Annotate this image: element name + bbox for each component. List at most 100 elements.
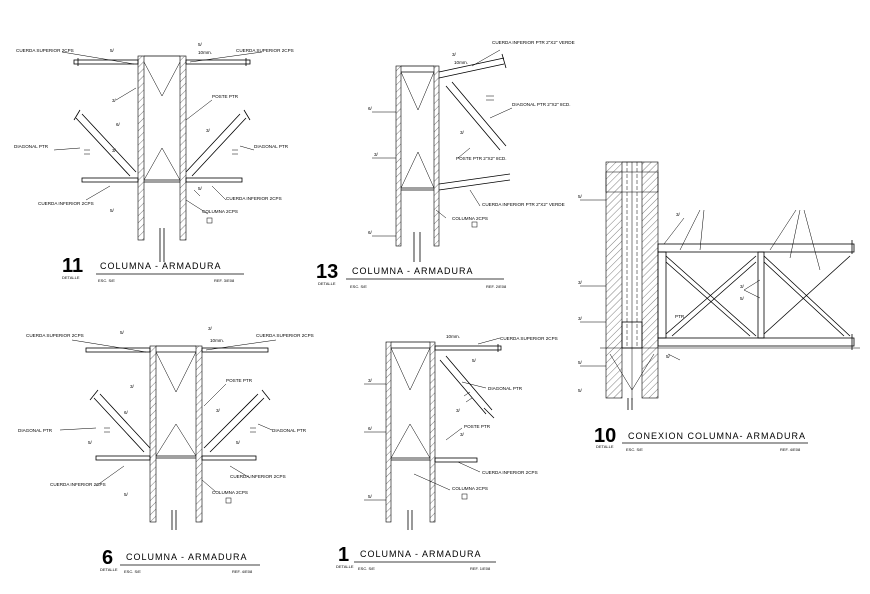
detail-10-leaders <box>580 199 821 367</box>
detail-11-weld-8: 5/ <box>198 42 203 47</box>
detail-13-weld-4: 6/ <box>368 230 373 235</box>
detail-13-label-poste: POSTE PTR 2"X2" 8CD. <box>456 156 507 161</box>
detail-13-label-bottom: CUERDA INFERIOR PTR 2"X2" VERDE <box>482 202 565 207</box>
detail-6-label-poste: POSTE PTR <box>226 378 253 383</box>
detail-13-weld-5: 3/ <box>374 152 379 157</box>
detail-13-scale: ESC. S/E <box>350 284 367 289</box>
detail-13-title: COLUMNA - ARMADURA <box>352 266 474 276</box>
detail-6-weld-8: 5/ <box>236 440 241 445</box>
detail-13-ref: REF. 2/E08 <box>486 284 507 289</box>
detail-11-label-top-left: CUERDA SUPERIOR 2CPS <box>16 48 74 53</box>
detail-1-label-top: CUERDA SUPERIOR 2CPS <box>500 336 558 341</box>
detail-1-label-poste: POSTE PTR <box>464 424 491 429</box>
detail-11-weld-9: 10mm. <box>198 50 212 55</box>
detail-6-weld-6: 3/ <box>216 408 221 413</box>
detail-10-detalle: DETALLE <box>596 444 614 449</box>
detail-13-label-columna: COLUMNA 2CPS <box>452 216 488 221</box>
detail-6-leaders <box>59 339 277 493</box>
detail-11-weld-4: 3/ <box>112 148 117 153</box>
detail-11-weld-5: 3/ <box>206 128 211 133</box>
detail-6-weld-3: 10mm. <box>210 338 224 343</box>
detail-11-label-bottom-left: CUERDA INFERIOR 2CPS <box>38 201 94 206</box>
detail-6-diagonals <box>89 389 271 453</box>
detail-10-scale: ESC. S/E <box>626 447 643 452</box>
detail-1-weld-5: 3/ <box>456 408 461 413</box>
detail-6-weld-2: 3/ <box>208 326 213 331</box>
detail-6-detalle: DETALLE <box>100 567 118 572</box>
detail-1-ref: REF. 1/E08 <box>470 566 491 571</box>
detail-6-label-diag-left: DIAGONAL PTR <box>18 428 53 433</box>
detail-11-leaders <box>53 51 263 215</box>
detail-11-label-top-right: CUERDA SUPERIOR 2CPS <box>236 48 294 53</box>
detail-1-diagonal <box>439 355 495 419</box>
detail-6-label-columna: COLUMNA 2CPS <box>212 490 248 495</box>
detail-1-label-columna: COLUMNA 2CPS <box>452 486 488 491</box>
detail-11-label-bottom-right: CUERDA INFERIOR 2CPS <box>226 196 282 201</box>
detail-1-weld-1: 10mm. <box>446 334 460 339</box>
detail-11-scale: ESC. S/E <box>98 278 115 283</box>
detail-11: CUERDA SUPERIOR 2CPS CUERDA SUPERIOR 2CP… <box>14 42 294 283</box>
detail-13-leaders <box>372 49 513 237</box>
detail-13-chords <box>438 53 511 191</box>
detail-10-column <box>605 161 659 410</box>
detail-6-weld-5: 6/ <box>124 410 129 415</box>
detail-6-label-diag-right: DIAGONAL PTR <box>272 428 307 433</box>
detail-11-weld-2: 3/ <box>112 98 117 103</box>
detail-13-diagonal <box>445 81 507 151</box>
detail-10-weld-6: 3/ <box>676 212 681 217</box>
detail-6-label-top-right: CUERDA SUPERIOR 2CPS <box>256 333 314 338</box>
detail-11-weld-6: 5/ <box>198 186 203 191</box>
detail-10-weld-1: 5/ <box>578 194 583 199</box>
detail-10-weld-2: 3/ <box>578 280 583 285</box>
detail-6-label-top-left: CUERDA SUPERIOR 2CPS <box>26 333 84 338</box>
detail-11-weld-3: 6/ <box>116 122 121 127</box>
detail-6-weld-4: 3/ <box>130 384 135 389</box>
detail-11-detalle: DETALLE <box>62 275 80 280</box>
detail-1-weld-4: 6/ <box>368 426 373 431</box>
detail-11-label-diag-right: DIAGONAL PTR <box>254 144 289 149</box>
detail-11-title: COLUMNA - ARMADURA <box>100 261 222 271</box>
detail-1-marker-box <box>461 493 468 500</box>
detail-1-label-diagonal: DIAGONAL PTR <box>488 386 523 391</box>
detail-10-weld-3: 3/ <box>578 316 583 321</box>
detail-1-chords <box>434 344 502 463</box>
detail-6-title: COLUMNA - ARMADURA <box>126 552 248 562</box>
detail-1-weld-3: 3/ <box>368 378 373 383</box>
detail-6-label-bottom-left: CUERDA INFERIOR 2CPS <box>50 482 106 487</box>
detail-1-weld-6: 3/ <box>460 432 465 437</box>
detail-6-weld-9: 5/ <box>124 492 129 497</box>
detail-1-label-bottom: CUERDA INFERIOR 2CPS <box>482 470 538 475</box>
detail-6-weld-7: 5/ <box>88 440 93 445</box>
detail-10-weld-9: 5/ <box>740 296 745 301</box>
detail-6-chords <box>85 347 269 461</box>
detail-1-detalle: DETALLE <box>336 564 354 569</box>
detail-13-weld-3: 6/ <box>368 106 373 111</box>
detail-13-weld-6: 3/ <box>460 130 465 135</box>
detail-1: CUERDA SUPERIOR 2CPS DIAGONAL PTR POSTE … <box>336 334 558 571</box>
detail-11-bottom-chords <box>81 177 243 183</box>
detail-6-weld-1: 5/ <box>120 330 125 335</box>
detail-11-number: 11 <box>62 255 83 277</box>
detail-13-number: 13 <box>316 261 338 283</box>
detail-11-top-chords <box>73 58 251 66</box>
detail-11-label-columna: COLUMNA 2CPS <box>202 209 238 214</box>
detail-10-title: CONEXION COLUMNA- ARMADURA <box>628 431 806 441</box>
detail-11-diagonals <box>73 109 251 177</box>
detail-11-column <box>137 55 187 262</box>
detail-10-label-ptr: PTR <box>675 314 685 319</box>
detail-13: CUERDA INFERIOR PTR 2"X2" VERDE DIAGONAL… <box>316 40 575 289</box>
detail-6-ref: REF. 4/E08 <box>232 569 253 574</box>
detail-11-weld-1: 5/ <box>110 48 115 53</box>
detail-6-marker-box <box>225 497 232 504</box>
detail-10-weld-7: 3/ <box>740 284 745 289</box>
detail-1-weld-7: 5/ <box>368 494 373 499</box>
detail-10-weld-4: 5/ <box>578 360 583 365</box>
detail-13-column <box>395 65 440 262</box>
detail-11-marker-box <box>206 217 213 224</box>
detail-10-ref: REF. 4/E08 <box>780 447 801 452</box>
detail-11-label-diag-left: DIAGONAL PTR <box>14 144 49 149</box>
detail-10: PTR 5/ 3/ 3/ 5/ 5/ 3/ 3/ 5/ 5/ 10 DETALL… <box>578 161 860 452</box>
detail-1-weld-2: 5/ <box>472 358 477 363</box>
detail-6-column <box>149 345 203 530</box>
